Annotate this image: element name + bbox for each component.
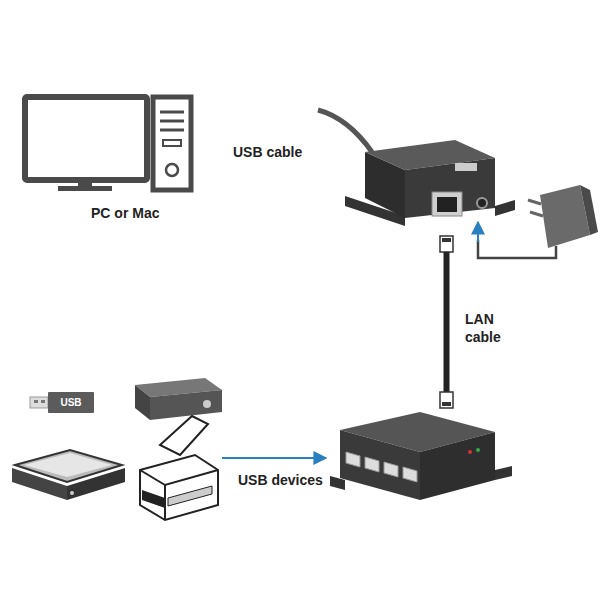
usb-transmitter — [318, 110, 515, 226]
device-text: USB — [48, 397, 94, 408]
power-adapter — [478, 185, 598, 258]
label: LAN cable — [465, 310, 513, 346]
computer-icon — [25, 97, 191, 191]
usb-stick-body: USB — [48, 392, 94, 413]
printer — [140, 416, 218, 520]
lan-cable — [440, 236, 453, 408]
usb-stick-plug — [30, 397, 48, 408]
scanner — [12, 450, 125, 500]
power-bank — [135, 378, 222, 420]
label: USB devices — [238, 471, 323, 489]
label: PC or Mac — [91, 204, 159, 222]
usb-hub-receiver — [330, 412, 512, 500]
device-arrow — [222, 457, 326, 459]
label: USB cable — [233, 143, 302, 161]
